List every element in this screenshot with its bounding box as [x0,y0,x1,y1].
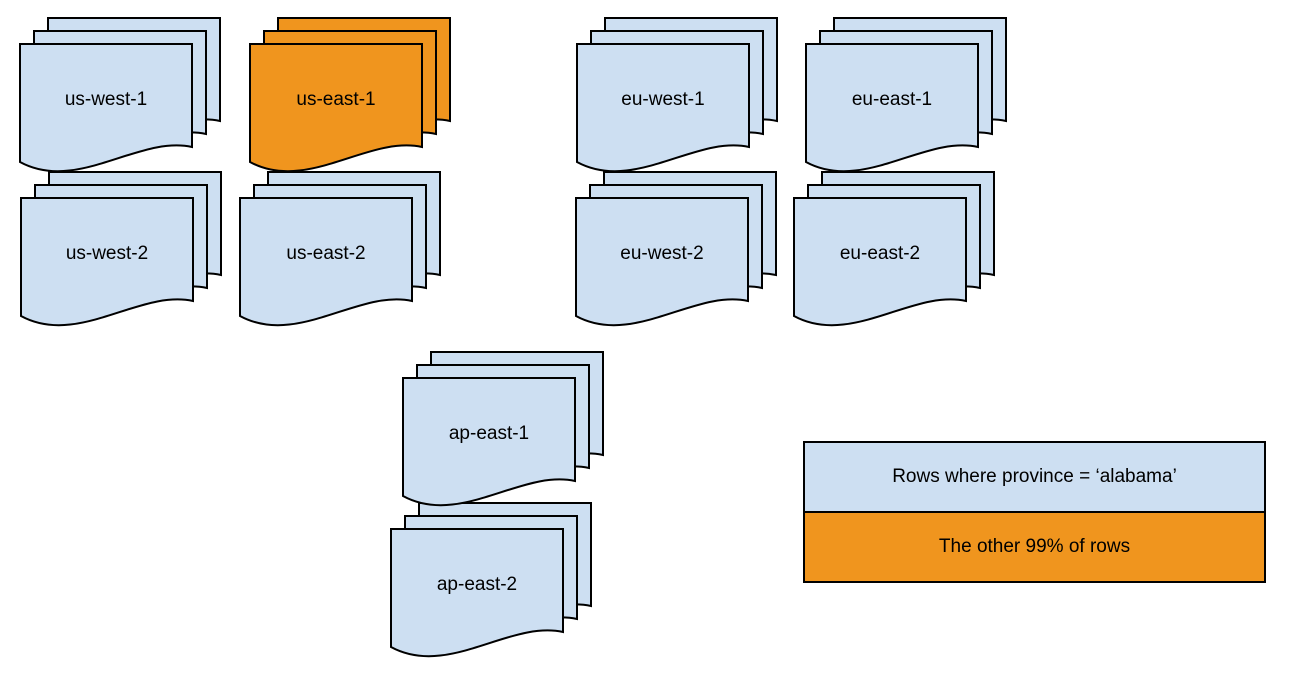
legend: Rows where province = ‘alabama’ The othe… [803,441,1266,583]
document-stack-icon [19,17,221,173]
region-stack-us-east-1: us-east-1 [249,17,453,177]
legend-item-alabama-rows: Rows where province = ‘alabama’ [805,443,1264,513]
region-stack-us-west-1: us-west-1 [19,17,223,177]
document-stack-icon [402,351,604,507]
document-stack-icon [390,502,592,658]
legend-item-label: Rows where province = ‘alabama’ [892,466,1177,487]
document-stack-icon [249,17,451,173]
legend-item-label: The other 99% of rows [938,536,1131,557]
document-stack-icon [239,171,441,327]
region-stack-us-west-2: us-west-2 [20,171,224,331]
document-stack-icon [805,17,1007,173]
region-stack-eu-east-1: eu-east-1 [805,17,1009,177]
region-stack-ap-east-1: ap-east-1 [402,351,606,511]
region-stack-eu-east-2: eu-east-2 [793,171,997,331]
document-stack-icon [793,171,995,327]
region-stack-eu-west-1: eu-west-1 [576,17,780,177]
document-stack-icon [576,17,778,173]
legend-item-other-rows: The other 99% of rows [805,513,1264,581]
region-stack-us-east-2: us-east-2 [239,171,443,331]
document-stack-icon [575,171,777,327]
region-stack-ap-east-2: ap-east-2 [390,502,594,662]
document-stack-icon [20,171,222,327]
region-stack-eu-west-2: eu-west-2 [575,171,779,331]
